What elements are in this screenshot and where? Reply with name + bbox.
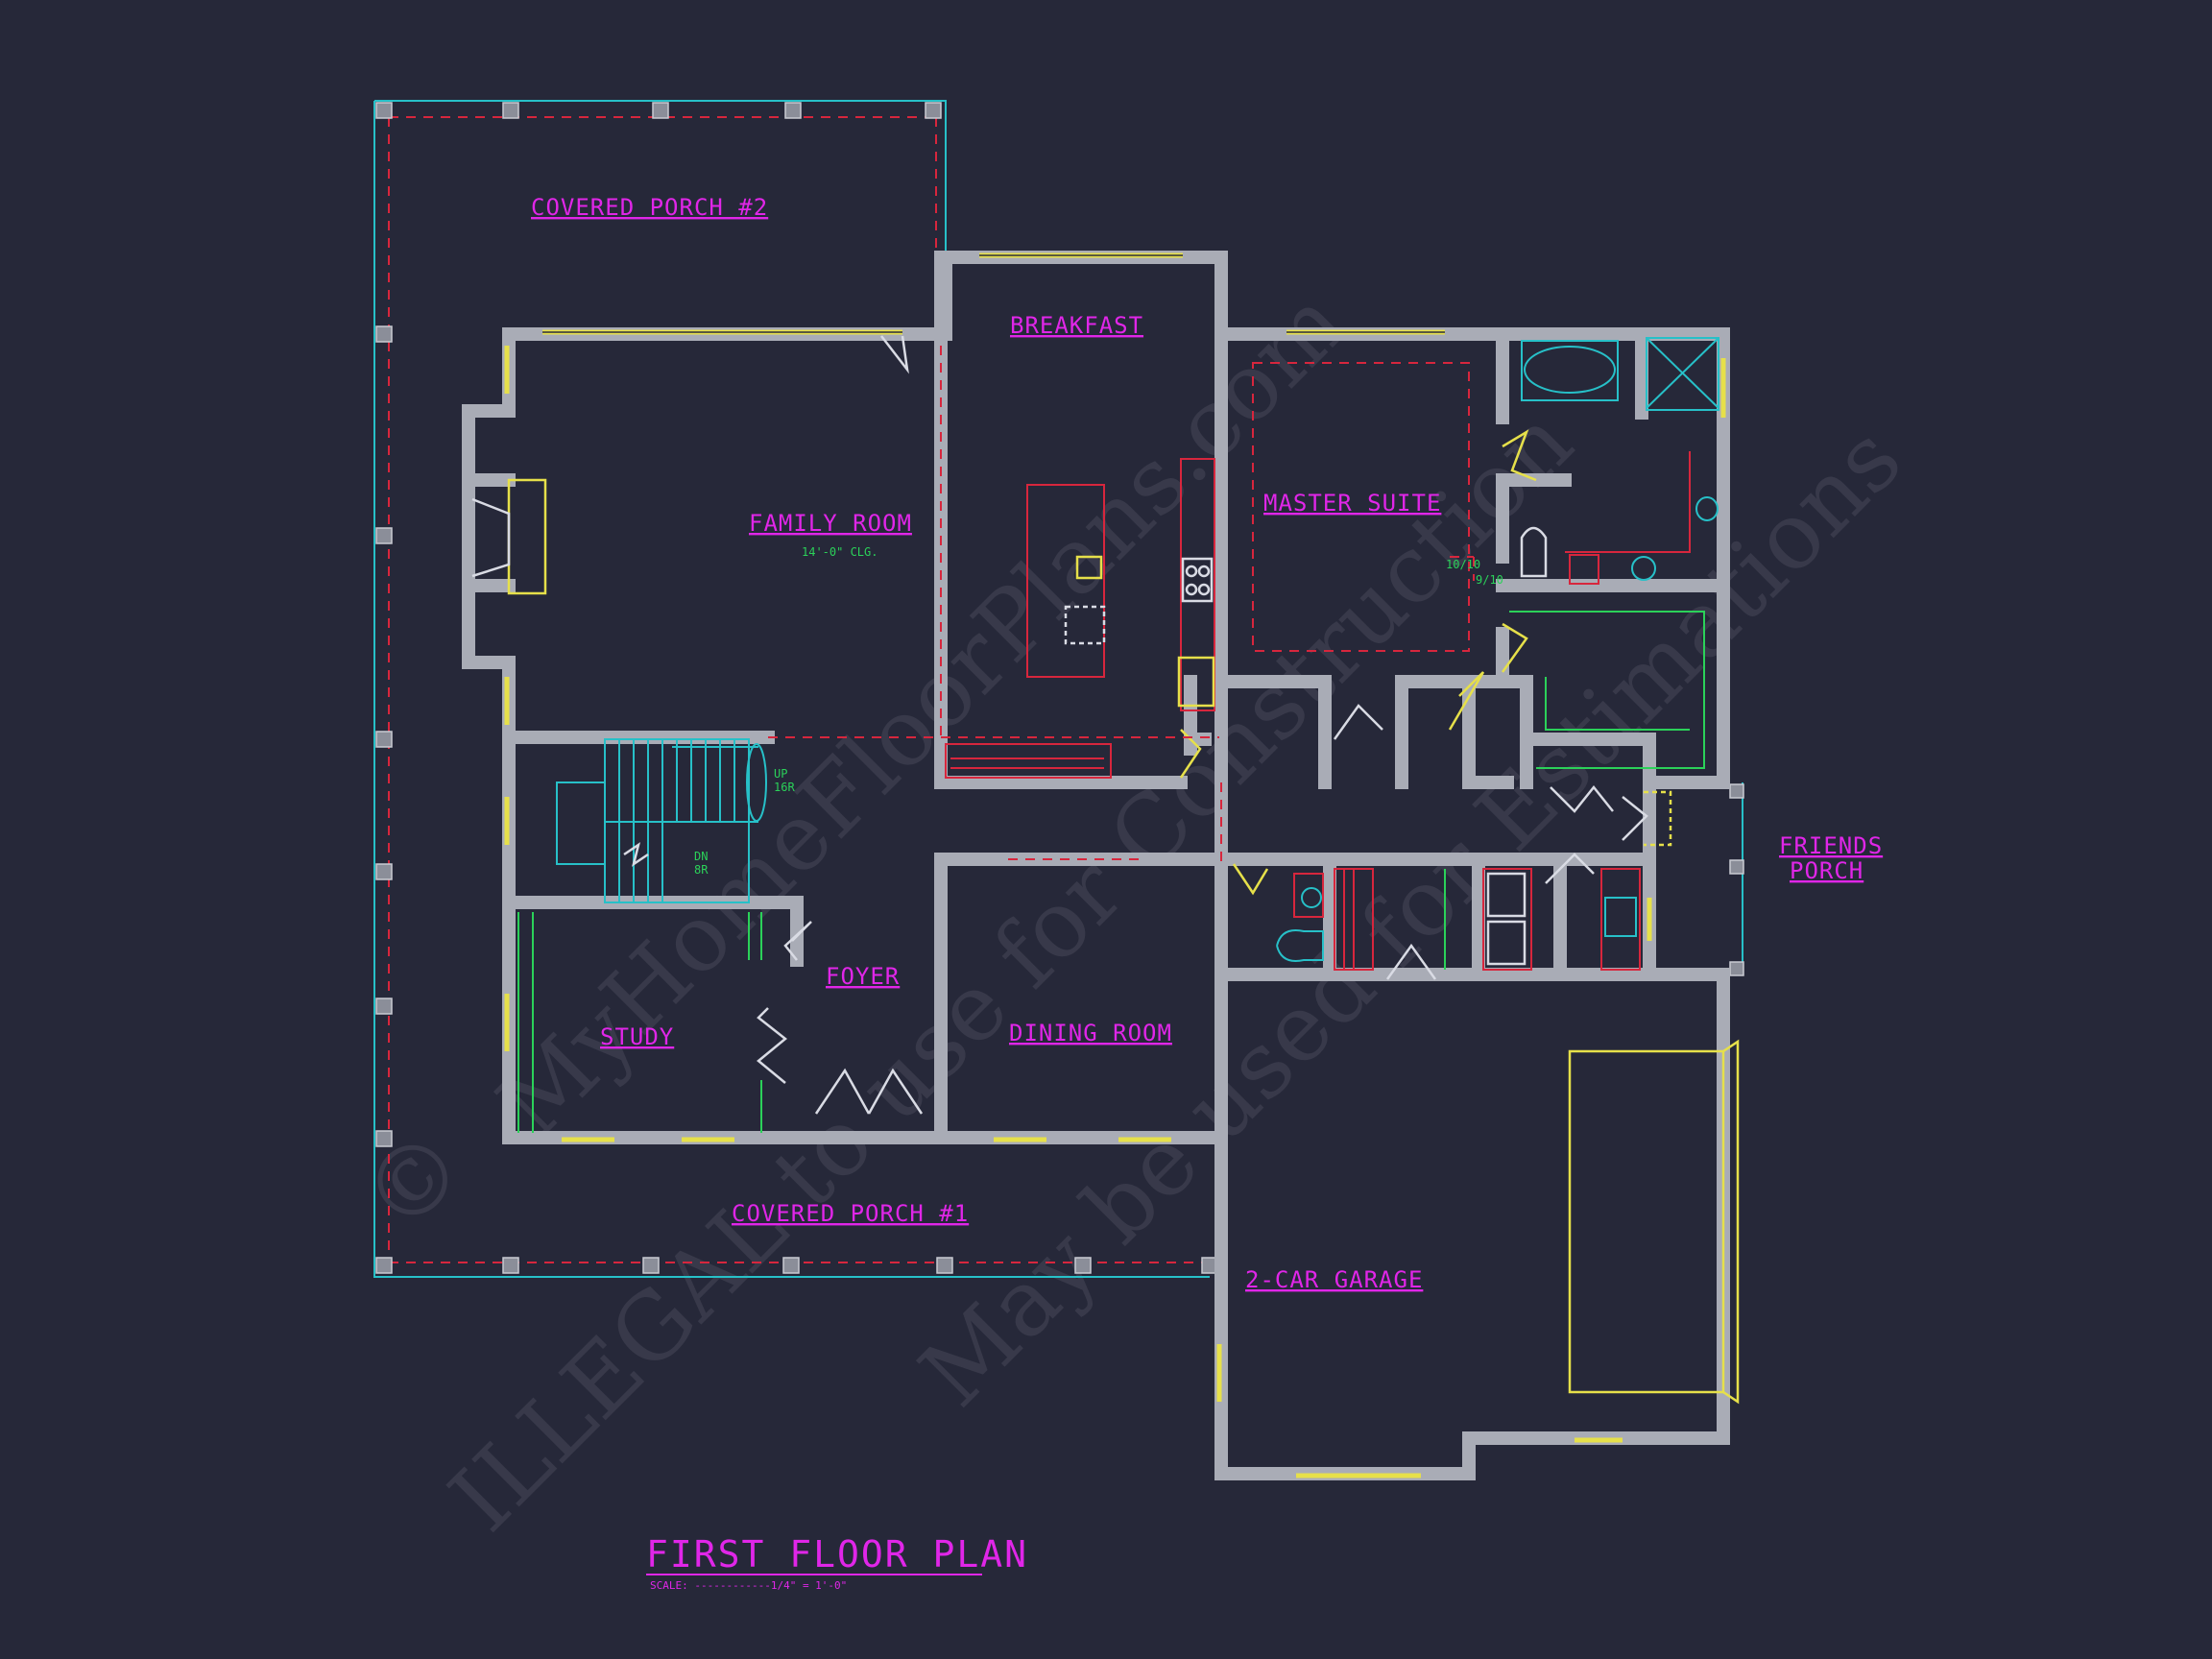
- plan-title: FIRST FLOOR PLAN: [646, 1533, 1028, 1575]
- label-family-room: FAMILY ROOM: [749, 510, 912, 537]
- stair-up-risers: 16R: [774, 781, 795, 794]
- plan-scale: SCALE: ------------1/4" = 1'-0": [650, 1579, 847, 1592]
- label-friends-porch-2: PORCH: [1790, 857, 1863, 884]
- closet-mark-right: 9/10: [1476, 573, 1503, 587]
- fireplace: [471, 478, 547, 595]
- study-details: [517, 912, 762, 1133]
- label-covered-porch-2: COVERED PORCH #2: [531, 194, 768, 221]
- stair-down-risers: 8R: [694, 863, 709, 877]
- label-family-room-ceiling: 14'-0" CLG.: [802, 545, 878, 559]
- label-master-suite: MASTER SUITE: [1263, 490, 1441, 517]
- watermark: © MyHomeFloorPlans.com ILLEGAL to use fo…: [340, 269, 1922, 1551]
- closet-mark-left: 10/10: [1446, 558, 1480, 571]
- kitchen: [945, 458, 1215, 779]
- label-covered-porch-1: COVERED PORCH #1: [732, 1200, 969, 1227]
- kitchen-island: [1026, 484, 1105, 678]
- label-garage: 2-CAR GARAGE: [1245, 1266, 1423, 1293]
- doors: [757, 335, 1672, 1115]
- drawing-title: FIRST FLOOR PLAN SCALE: ------------1/4"…: [646, 1533, 1028, 1592]
- garage-details: [1568, 1039, 1740, 1405]
- stair: [556, 738, 767, 903]
- porch-outlines: [373, 100, 1743, 1278]
- dashed-openings: [768, 346, 1475, 864]
- watermark-copyright: ©: [340, 1108, 487, 1255]
- windows: [504, 252, 1726, 1479]
- toilet-master: [1520, 526, 1548, 578]
- label-study: STUDY: [600, 1023, 674, 1050]
- label-foyer: FOYER: [826, 963, 900, 990]
- master-bath: [1509, 337, 1719, 769]
- stair-up-label: UP: [774, 767, 787, 781]
- service-fixtures: [1276, 868, 1641, 971]
- label-dining-room: DINING ROOM: [1009, 1020, 1172, 1046]
- plan-notes: UP 16R DN 8R 10/10 9/10: [694, 558, 1503, 877]
- label-breakfast: BREAKFAST: [1010, 312, 1143, 339]
- label-friends-porch-1: FRIENDS: [1779, 832, 1883, 859]
- bench: [945, 743, 1112, 779]
- porch-posts: [375, 102, 1744, 1274]
- stair-down-label: DN: [694, 850, 708, 863]
- refrigerator: [1177, 656, 1215, 708]
- bathtub: [1524, 346, 1616, 394]
- master-suite-ceiling: [1252, 362, 1470, 652]
- room-labels: COVERED PORCH #2 BREAKFAST FAMILY ROOM 1…: [531, 194, 1883, 1293]
- kitchen-counter: [1180, 458, 1215, 711]
